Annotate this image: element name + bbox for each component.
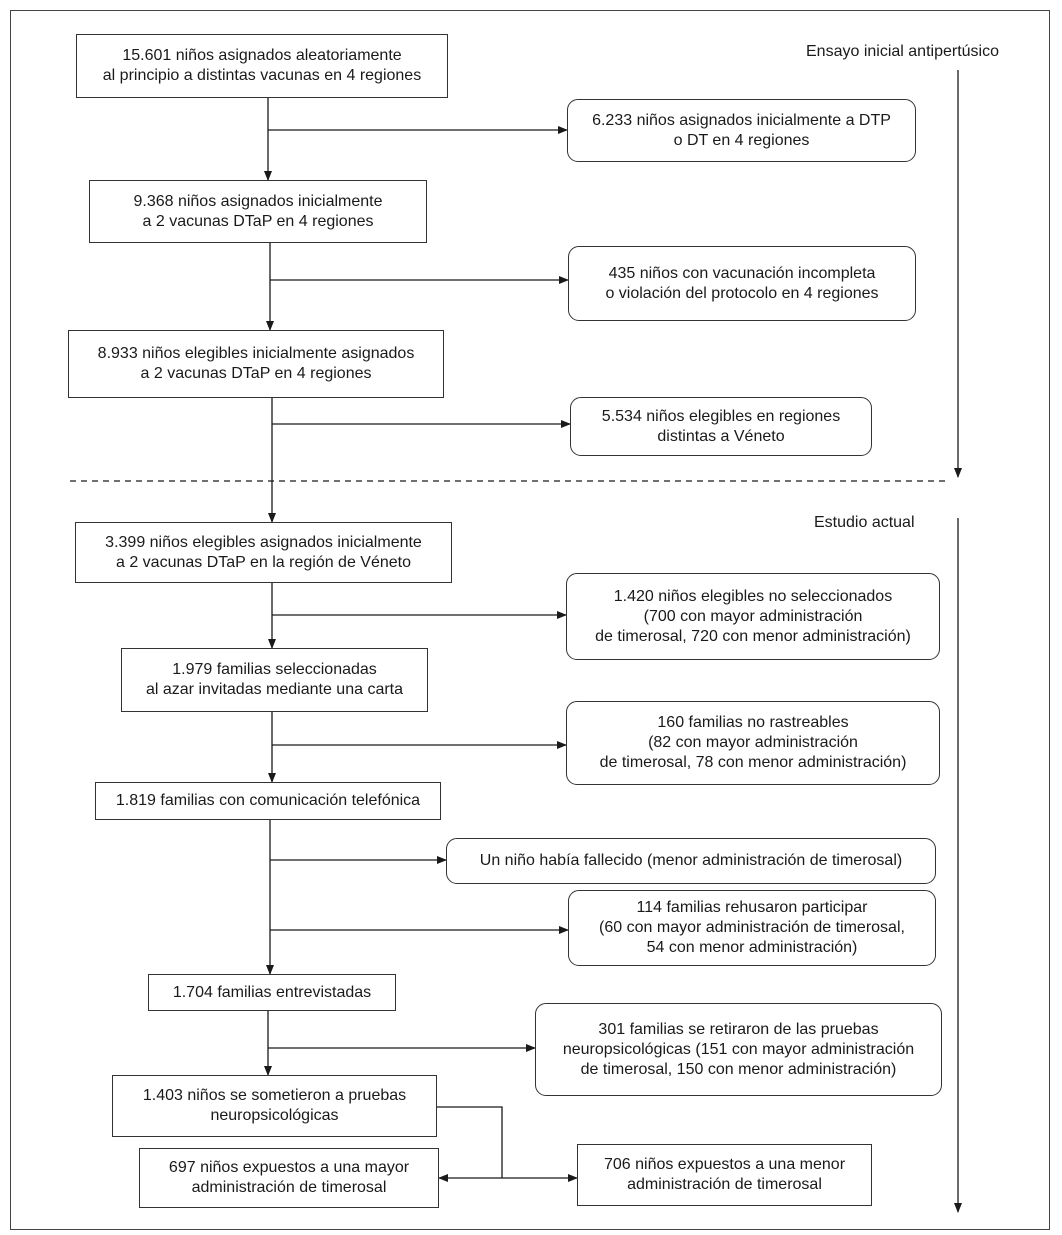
exclusion-box-not-selected: 1.420 niños elegibles no seleccionados (…: [566, 573, 940, 660]
flow-box-families-invited: 1.979 familias seleccionadas al azar inv…: [121, 648, 428, 712]
flow-box-higher-exposure: 697 niños expuestos a una mayor administ…: [139, 1148, 439, 1208]
flow-box-randomized: 15.601 niños asignados aleatoriamente al…: [76, 34, 448, 98]
exclusion-box-withdrew: 301 familias se retiraron de las pruebas…: [535, 1003, 942, 1096]
phase-label-initial: Ensayo inicial antipertúsico: [806, 43, 999, 60]
diagram-frame: [10, 10, 1050, 1230]
exclusion-box-deceased: Un niño había fallecido (menor administr…: [446, 838, 936, 884]
split-connector: [437, 1106, 503, 1178]
exclusion-box-incomplete: 435 niños con vacunación incompleta o vi…: [568, 246, 916, 321]
flow-box-lower-exposure: 706 niños expuestos a una menor administ…: [577, 1144, 872, 1206]
exclusion-box-untraceable: 160 familias no rastreables (82 con mayo…: [566, 701, 940, 785]
flow-box-phone-contact: 1.819 familias con comunicación telefóni…: [95, 782, 441, 820]
exclusion-box-dtp: 6.233 niños asignados inicialmente a DTP…: [567, 99, 916, 162]
flow-box-dtap-assigned: 9.368 niños asignados inicialmente a 2 v…: [89, 180, 427, 243]
flow-box-eligible: 8.933 niños elegibles inicialmente asign…: [68, 330, 444, 398]
flow-box-neuro-tested: 1.403 niños se sometieron a pruebas neur…: [112, 1075, 437, 1137]
flow-box-veneto: 3.399 niños elegibles asignados inicialm…: [75, 522, 452, 583]
exclusion-box-refused: 114 familias rehusaron participar (60 co…: [568, 890, 936, 966]
flow-box-interviewed: 1.704 familias entrevistadas: [148, 974, 396, 1011]
phase-label-current: Estudio actual: [814, 514, 915, 531]
exclusion-box-other-regions: 5.534 niños elegibles en regiones distin…: [570, 397, 872, 456]
